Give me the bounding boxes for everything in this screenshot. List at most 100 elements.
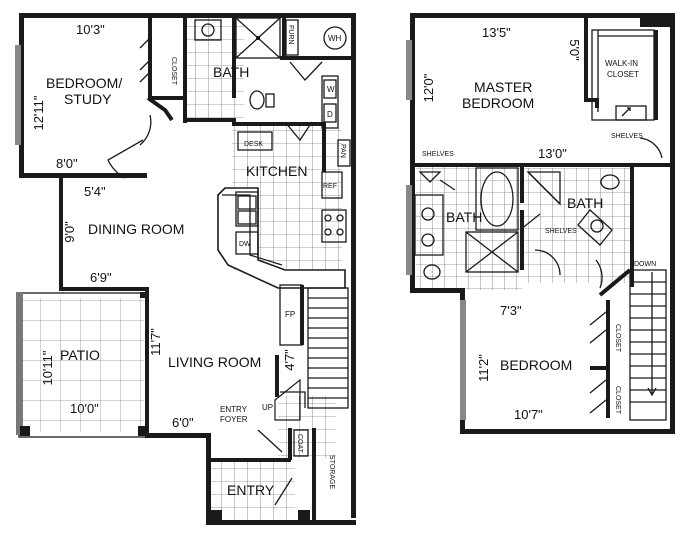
- dining-width: 5'4": [84, 184, 106, 199]
- wall: [584, 16, 588, 101]
- wall: [19, 13, 24, 178]
- living-side: 4'7": [282, 349, 297, 371]
- master-label-1: MASTER: [474, 79, 532, 95]
- master-label-2: BEDROOM: [462, 95, 534, 111]
- wall: [520, 163, 524, 203]
- stair-treads: [308, 297, 348, 399]
- wall: [186, 118, 236, 122]
- master-depth: 12'0": [421, 73, 436, 102]
- patio-edge: [16, 292, 23, 435]
- closet-label: CLOSET: [170, 57, 177, 86]
- pantry-label: PAN: [339, 144, 346, 158]
- shower-drain: [465, 231, 519, 273]
- shower-drain: [527, 171, 561, 205]
- wall: [148, 96, 186, 100]
- wall: [59, 287, 149, 291]
- patio-label: PATIO: [60, 347, 100, 363]
- sink-bowl: [201, 23, 215, 37]
- bedroom-width-2: 10'7": [514, 407, 543, 422]
- wall: [146, 96, 174, 122]
- wall: [598, 268, 632, 297]
- wall: [410, 13, 675, 18]
- wall: [19, 173, 147, 178]
- bath-right-tile: [522, 168, 632, 283]
- master-lower: 13'0": [538, 146, 567, 161]
- living-depth: 11'7": [148, 328, 163, 356]
- sink: [421, 207, 435, 221]
- pantry: [337, 139, 351, 167]
- door-swing: [257, 429, 293, 506]
- patio-tile: [22, 298, 144, 432]
- sink-basin: [237, 195, 257, 210]
- wall: [282, 18, 286, 58]
- study-label: STUDY: [64, 91, 112, 107]
- closet-doors: [139, 37, 151, 83]
- bedroom-lower: 8'0": [56, 156, 78, 171]
- desk-label: DESK: [244, 141, 263, 148]
- kitchen-sink: [235, 191, 259, 227]
- furnace: [285, 19, 299, 56]
- washer-label: W: [327, 85, 335, 94]
- living-label: LIVING ROOM: [168, 354, 261, 370]
- wall: [630, 167, 634, 287]
- stair-treads: [630, 281, 666, 403]
- shelves: [615, 105, 647, 121]
- foyer-label-1: ENTRY: [220, 405, 248, 414]
- wall: [145, 433, 210, 438]
- water-heater: [323, 26, 347, 50]
- range: [321, 209, 347, 243]
- wall: [590, 366, 610, 370]
- bedroom-top: 7'3": [500, 303, 522, 318]
- wall: [148, 18, 152, 98]
- burner: [324, 228, 332, 236]
- burner: [336, 228, 344, 236]
- wall: [211, 458, 291, 462]
- up-label: UP: [262, 403, 273, 412]
- master-width: 13'5": [482, 25, 511, 40]
- door-swing: [519, 213, 561, 276]
- post: [298, 510, 310, 522]
- tub-basin: [480, 171, 514, 227]
- down-arrow: [647, 272, 657, 397]
- bedroom-label-2: BEDROOM: [500, 357, 572, 373]
- washer: [323, 79, 337, 99]
- window: [460, 300, 466, 420]
- patio-top: 6'9": [90, 270, 112, 285]
- shower: [235, 17, 281, 59]
- refrigerator: [321, 171, 343, 199]
- post: [210, 510, 222, 522]
- foyer-label-2: FOYER: [220, 415, 248, 424]
- bifold-door: [289, 61, 323, 81]
- wh-label: WH: [328, 34, 342, 43]
- door-swing: [595, 259, 603, 289]
- closet-lower: CLOSET: [614, 386, 621, 415]
- foyer-tile: [278, 396, 336, 458]
- dining-depth: 9'0": [62, 221, 77, 243]
- wall: [275, 355, 279, 397]
- shelves-left: SHELVES: [422, 151, 454, 158]
- dishwasher: [235, 231, 259, 255]
- first-floor: 10'3" BEDROOM/ STUDY 12'11" 8'0" CLOSET …: [15, 13, 356, 525]
- patio-post: [138, 426, 148, 436]
- ref-label: REF: [323, 183, 337, 190]
- stair-landing: [274, 378, 301, 421]
- burner: [324, 214, 332, 222]
- stairs: [629, 269, 667, 421]
- door-swing: [139, 114, 152, 146]
- walkin-depth: 5'0": [567, 39, 582, 61]
- shower: [465, 231, 519, 273]
- wall: [351, 13, 356, 518]
- coat-closet: [293, 429, 309, 457]
- entry-tile: [210, 462, 295, 524]
- patio-post: [20, 426, 30, 436]
- closet-upper: CLOSET: [614, 324, 621, 353]
- burner: [336, 214, 344, 222]
- wall: [415, 163, 670, 167]
- closet-doors: [589, 311, 607, 414]
- toilet: [600, 174, 620, 190]
- furn-label: FURN: [287, 25, 294, 44]
- wall: [520, 210, 524, 270]
- storage-label: STORAGE: [328, 455, 335, 489]
- wall: [322, 122, 326, 172]
